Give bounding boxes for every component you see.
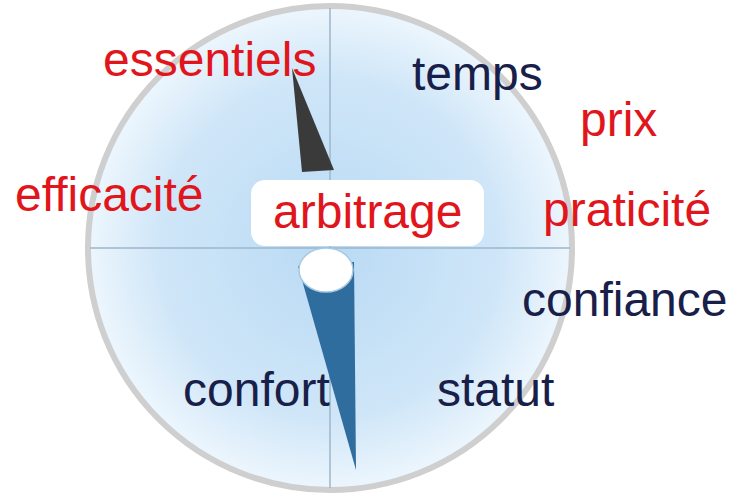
compass-word: confort [183, 366, 330, 414]
compass-dial [88, 6, 572, 490]
compass-word: efficacité [15, 171, 204, 219]
compass-word: confiance [522, 276, 727, 324]
center-box: arbitrage [251, 180, 484, 246]
center-word: arbitrage [273, 188, 462, 236]
compass-word: prix [580, 96, 657, 144]
compass-word: statut [437, 366, 554, 414]
compass-word: temps [412, 50, 543, 98]
compass-word: essentiels [103, 36, 316, 84]
compass-word: praticité [543, 186, 711, 234]
needle-pivot [299, 248, 353, 292]
